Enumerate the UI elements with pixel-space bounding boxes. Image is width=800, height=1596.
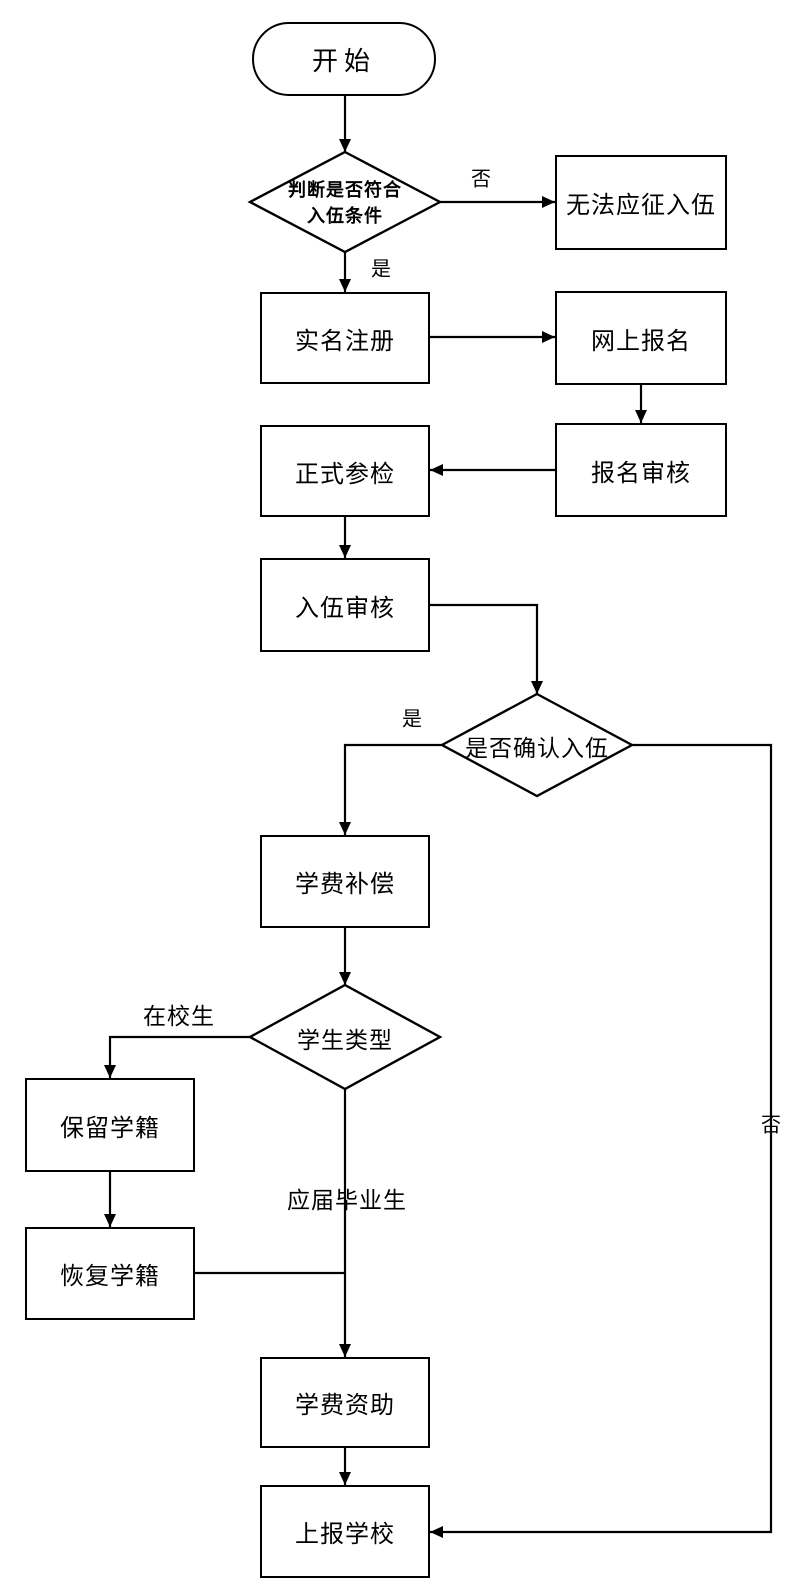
node-retain-enrollment: 保留学籍 — [25, 1078, 195, 1172]
edge-confirm-yes-to-compensation — [339, 743, 442, 835]
node-restore-enrollment-label: 恢复学籍 — [60, 1264, 160, 1290]
node-enlistment-review: 入伍审核 — [260, 558, 430, 652]
decision-confirm-enlistment — [439, 692, 635, 798]
node-real-name-register: 实名注册 — [260, 292, 430, 384]
node-signup-review-label: 报名审核 — [591, 460, 691, 487]
node-enlistment-review-label: 入伍审核 — [295, 595, 395, 622]
node-cannot-enlist: 无法应征入伍 — [555, 155, 727, 250]
node-online-signup-label: 网上报名 — [591, 328, 691, 355]
node-start: 开始 — [252, 22, 436, 96]
node-online-signup: 网上报名 — [555, 291, 727, 385]
node-tuition-compensation: 学费补偿 — [260, 835, 430, 928]
node-formal-physical-exam: 正式参检 — [260, 425, 430, 517]
node-retain-enrollment-label: 保留学籍 — [60, 1115, 160, 1142]
edge-student-type-to-retain — [104, 1035, 250, 1078]
node-cannot-enlist-label: 无法应征入伍 — [566, 193, 716, 219]
node-tuition-subsidy-label: 学费资助 — [295, 1393, 395, 1419]
node-report-to-school: 上报学校 — [260, 1485, 430, 1578]
node-signup-review: 报名审核 — [555, 423, 727, 517]
node-start-label: 开始 — [311, 46, 376, 76]
edge-confirm-no-to-report — [430, 743, 773, 1538]
node-formal-physical-exam-label: 正式参检 — [295, 461, 395, 488]
node-restore-enrollment: 恢复学籍 — [25, 1227, 195, 1320]
decision-student-type — [247, 983, 443, 1091]
edge-enlistment-review-to-confirm — [430, 603, 543, 694]
node-report-to-school-label: 上报学校 — [295, 1522, 395, 1548]
node-tuition-subsidy: 学费资助 — [260, 1357, 430, 1448]
node-tuition-compensation-label: 学费补偿 — [295, 872, 395, 898]
decision-check-eligibility — [247, 150, 443, 254]
node-real-name-register-label: 实名注册 — [295, 328, 395, 355]
